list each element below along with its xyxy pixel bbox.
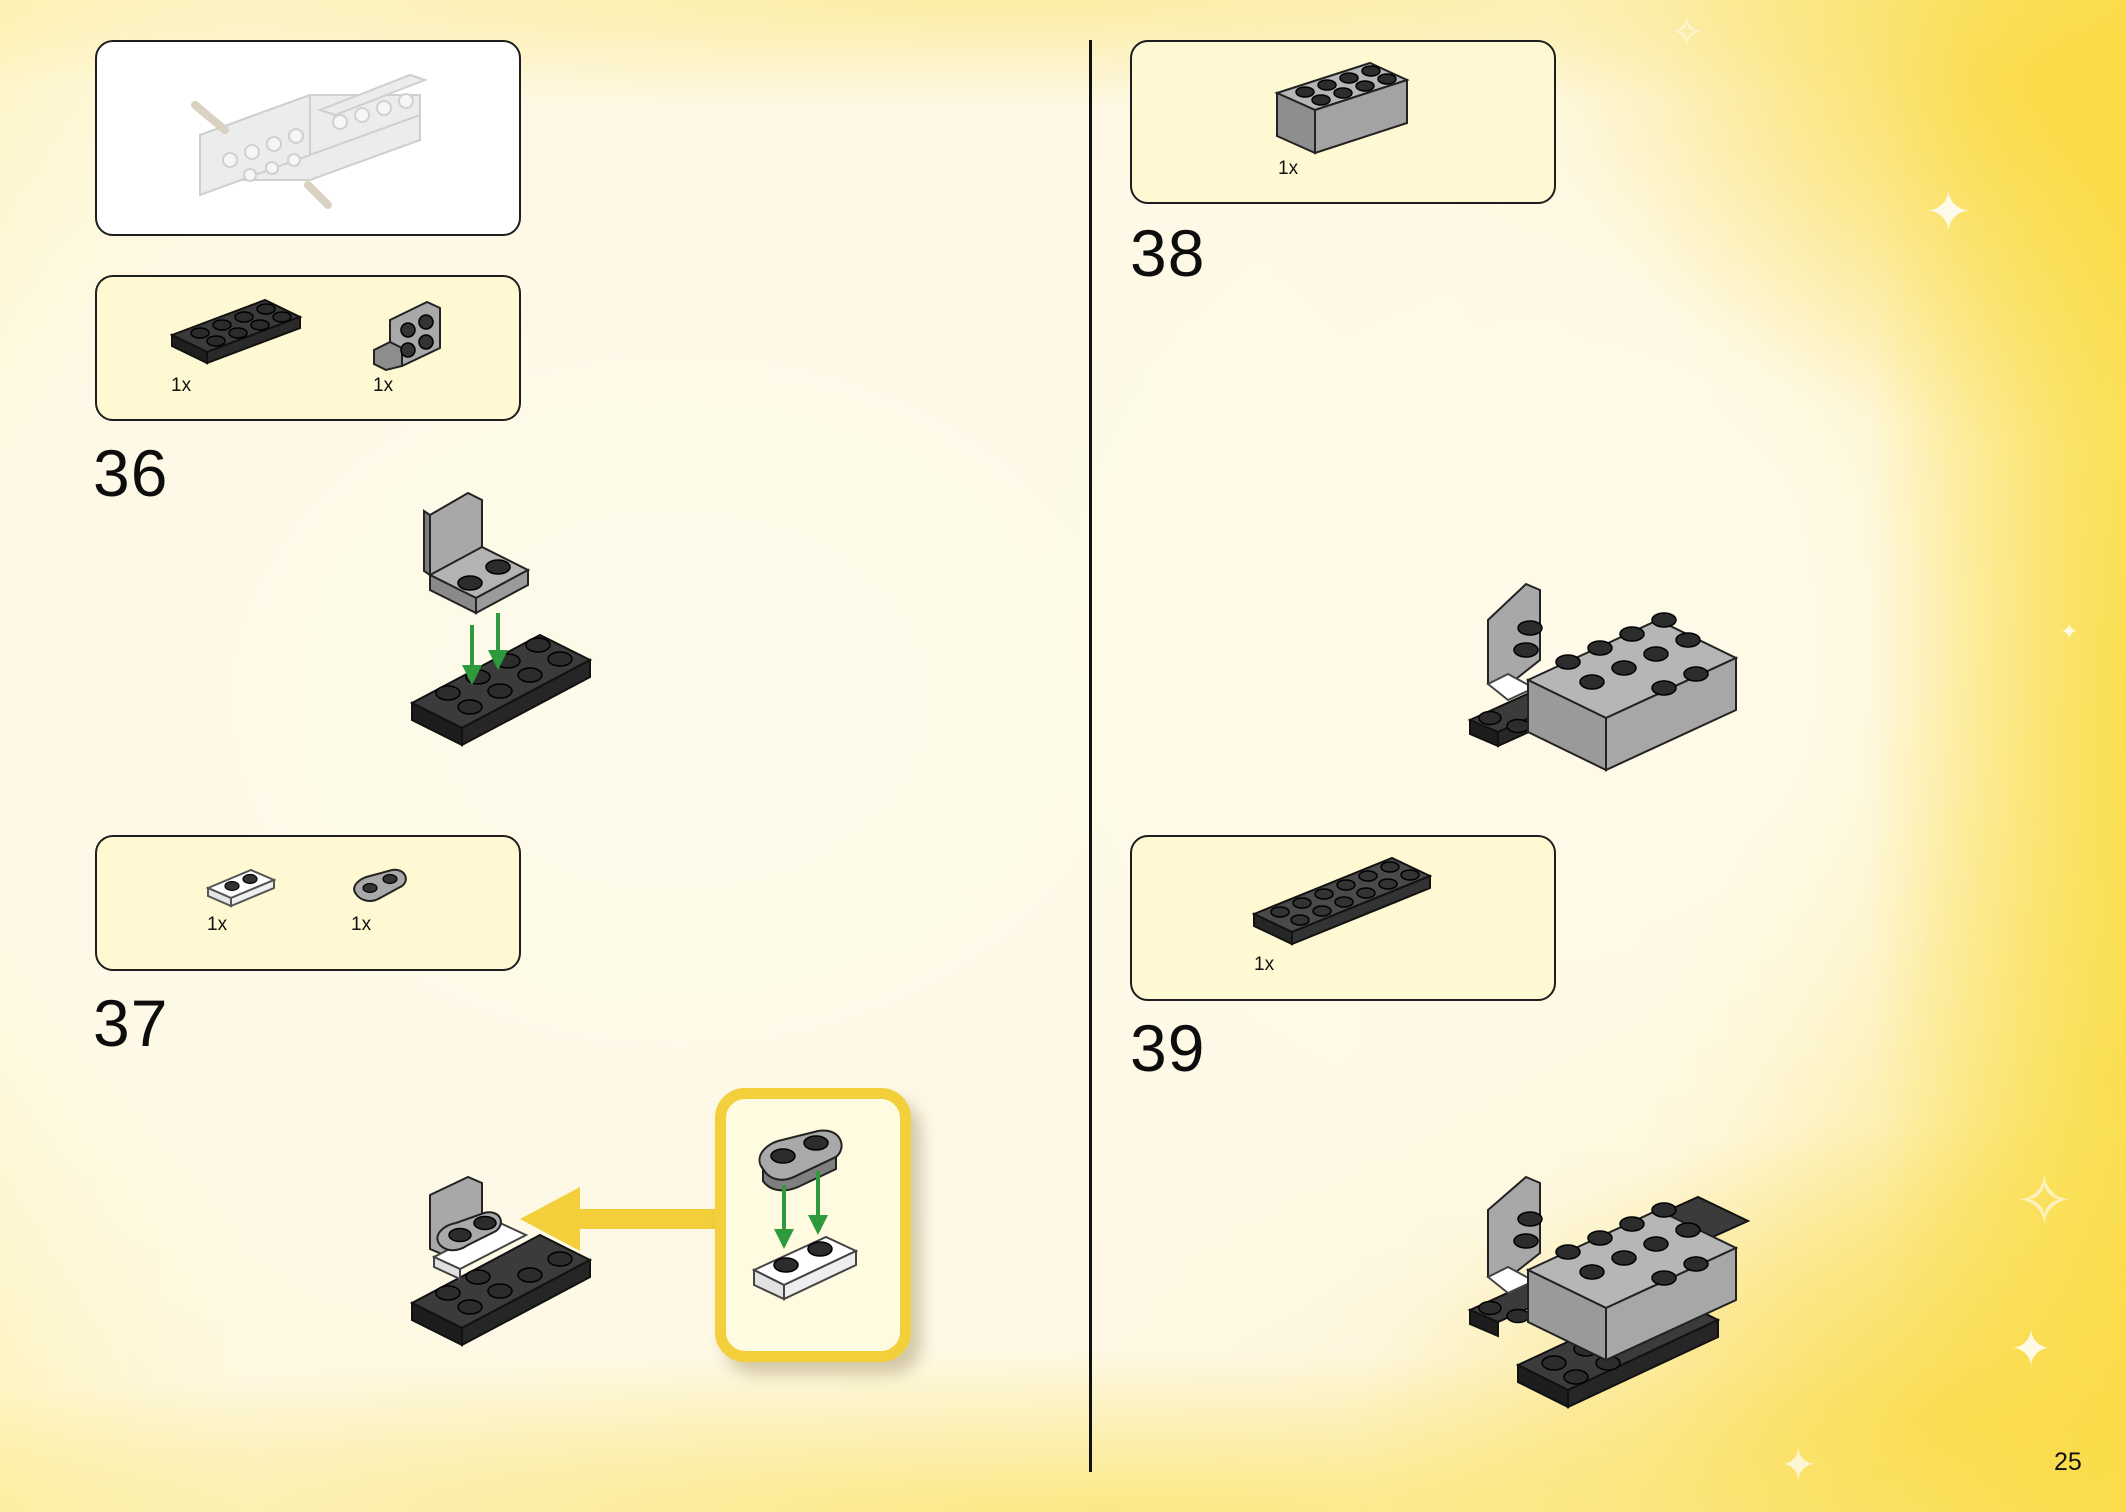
sparkle-icon: ✧ [2015,1160,2074,1242]
step-36-build-illustration [409,491,593,747]
bracket-grey-icon [373,300,441,372]
part-quantity: 1x [1254,954,1275,975]
step-number: 39 [1130,1011,1206,1085]
step-number: 38 [1130,216,1206,290]
part-quantity: 1x [1278,158,1299,179]
brick-2x4-grey-icon [1274,61,1410,155]
part-quantity: 1x [351,914,372,935]
step-37-parts-panel [95,835,521,971]
step-37-build-illustration [409,1175,593,1347]
plate-2x4-dark-icon [169,298,303,365]
plate-1x2-rounded-grey-icon [353,868,407,902]
yellow-arrow-icon [520,1187,725,1251]
sparkle-icon: ✦ [2010,1320,2052,1378]
part-quantity: 1x [207,914,228,935]
model-reference-illustration [191,73,428,209]
sparkle-icon: ✧ [1670,10,1704,56]
step-38-build-illustration [1467,582,1739,772]
page-number: 25 [2054,1448,2082,1476]
sparkle-icon: ✦ [1925,180,1972,245]
step-number: 36 [93,436,169,510]
step-39-build-illustration [1467,1175,1751,1409]
part-quantity: 1x [373,375,394,396]
step-36-parts-panel [95,275,521,421]
callout-illustration [751,1129,859,1301]
plate-1x2-white-icon [205,868,277,908]
plate-2x6-dark-icon [1251,856,1433,946]
step-number: 37 [93,986,169,1060]
page-divider [1089,40,1092,1472]
sparkle-icon: ✦ [1780,1440,1817,1491]
sparkle-icon: ✦ [2060,620,2079,645]
part-quantity: 1x [171,375,192,396]
